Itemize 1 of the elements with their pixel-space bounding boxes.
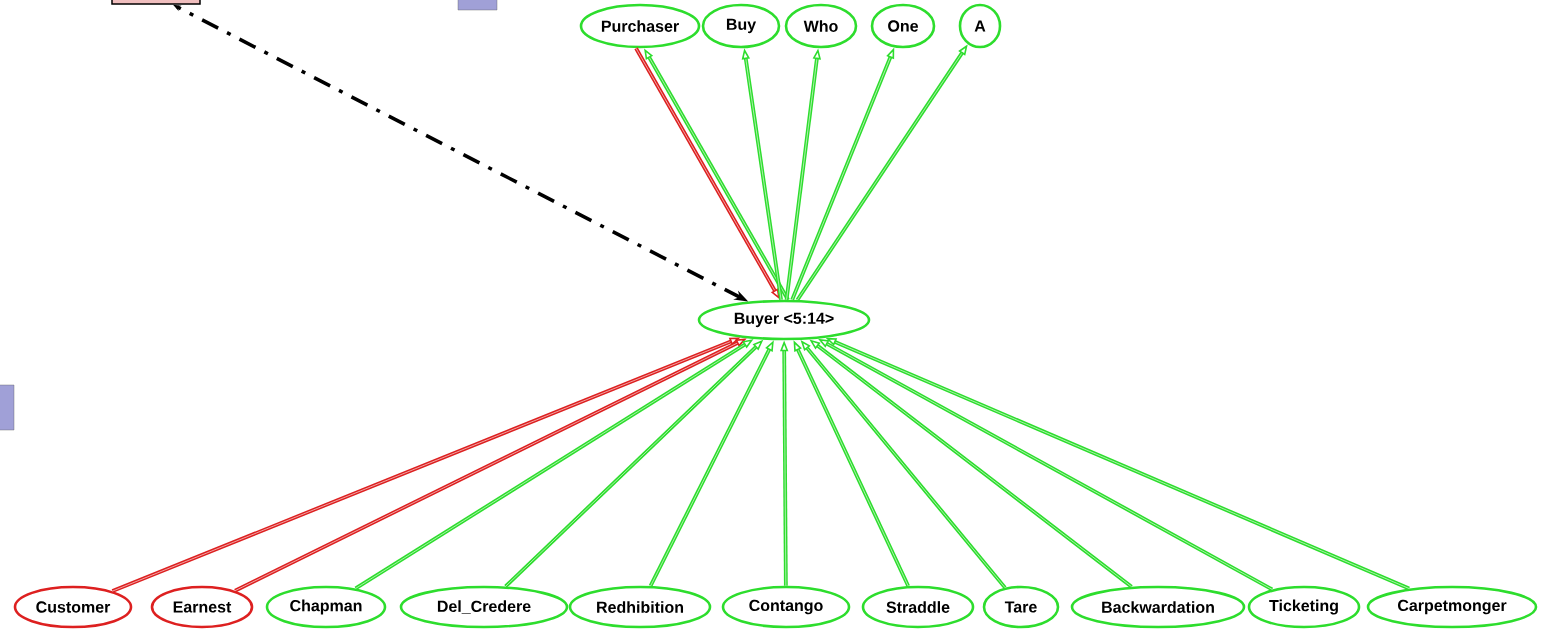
window-box <box>111 0 201 5</box>
